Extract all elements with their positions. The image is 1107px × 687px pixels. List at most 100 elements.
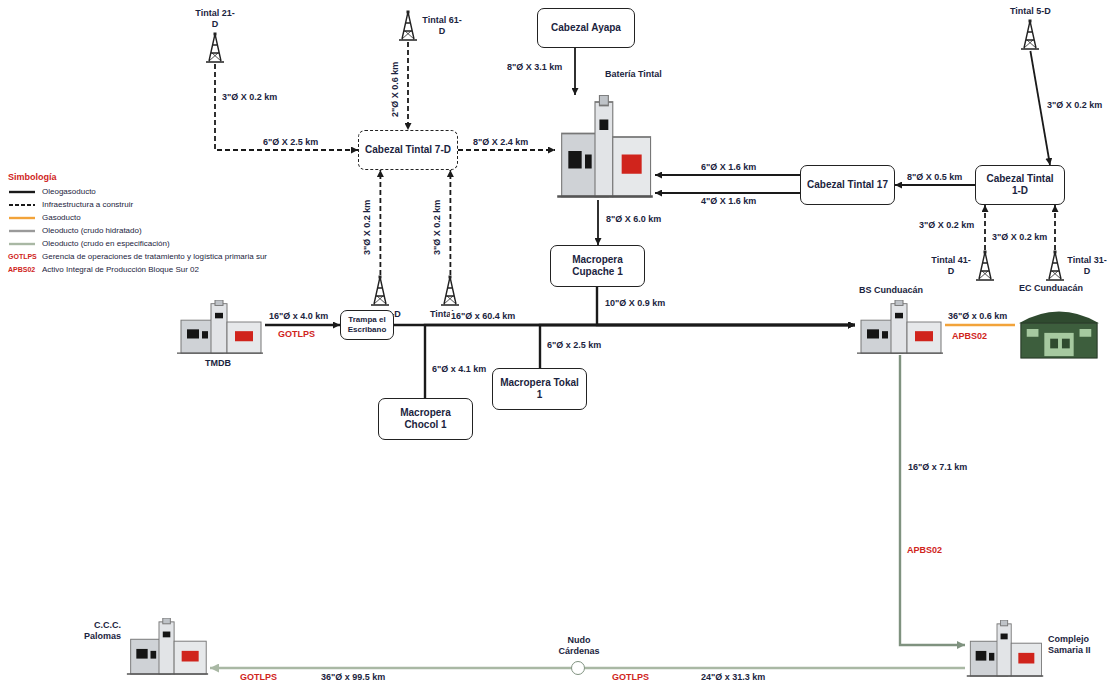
pipeline-connector	[945, 324, 1015, 326]
legend-item: Oleogasoducto	[8, 185, 338, 198]
legend-item: Oleoducto (crudo en especificación)	[8, 237, 338, 250]
well-node: Tintal 31-D	[1045, 250, 1107, 282]
pipeline-connector	[655, 192, 800, 194]
pipe-dimension: 3"Ø X 0.2 km	[432, 199, 443, 256]
legend-sample	[8, 227, 42, 235]
well-icon	[440, 275, 460, 307]
pipeline-connector	[1054, 205, 1056, 250]
well-node: Tintal 61-D	[398, 10, 464, 42]
pipeline-connector	[655, 174, 800, 176]
pipeline-connector	[449, 170, 451, 275]
pipe-dimension: 16"Ø x 4.0 km	[268, 311, 329, 322]
facility-label: Batería Tintal	[605, 69, 663, 80]
legend-line-sample	[8, 188, 36, 196]
box-label: Macropera Tokal 1	[499, 377, 580, 401]
facility-label: EC Cunduacán	[1019, 283, 1083, 294]
box-label: Cabezal Tintal 7-D	[365, 144, 451, 156]
pipe-dimension: 4"Ø X 1.6 km	[700, 196, 757, 207]
operator-code: APBS02	[952, 331, 987, 342]
pipe-dimension: 8"Ø X 6.0 km	[605, 214, 662, 225]
well-icon-holder	[398, 10, 418, 42]
facility-label: BS Cunduacán	[859, 285, 923, 296]
legend-text: Oleogasoducto	[42, 187, 96, 197]
pipe-dimension: 8"Ø X 0.5 km	[906, 172, 963, 183]
well-icon	[398, 10, 418, 42]
facility-icon	[855, 300, 945, 355]
well-label: Tintal 5-D	[1010, 6, 1051, 17]
box-label: Cabezal Tintal 17	[807, 179, 888, 191]
box-text-group: Trampa el Escribano	[344, 315, 390, 335]
pipeline-connector	[574, 48, 576, 95]
box-text-group: Cabezal Tintal 1-D	[982, 173, 1058, 197]
pipe-dimension: 36"Ø x 99.5 km	[320, 672, 386, 683]
pipe-dimension: 8"Ø X 3.1 km	[506, 62, 563, 73]
box-text-group: Macropera Tokal 1	[499, 377, 580, 401]
legend-heading: Simbología	[8, 172, 338, 183]
pipeline-connector	[458, 149, 555, 151]
well-icon-holder	[1020, 19, 1040, 51]
pipe-dimension: 3"Ø X 0.2 km	[222, 92, 277, 103]
station-node: EC Cunduacán	[1015, 298, 1103, 360]
pipeline-connector	[379, 170, 381, 275]
legend-text: Oleoducto (crudo en especificación)	[42, 239, 170, 249]
legend-code: APBS02	[8, 264, 35, 275]
legend-line-sample	[8, 227, 36, 235]
legend: SimbologíaOleogasoductoInfraestructura a…	[8, 172, 338, 276]
process-box: Cabezal Tintal 17	[800, 165, 895, 205]
legend-sample	[8, 240, 42, 248]
well-label: Tintal 41-D	[929, 255, 973, 277]
pipeline-connector	[585, 667, 965, 670]
pipeline-connector	[540, 325, 855, 368]
operator-code: GOTLPS	[612, 672, 649, 683]
pipe-dimension: 3"Ø X 0.2 km	[1046, 100, 1103, 111]
process-box: Macropera Tokal 1	[492, 368, 587, 410]
pipe-dimension: 3"Ø X 0.2 km	[918, 220, 975, 231]
facility-node: Batería Tintal	[555, 95, 655, 200]
box-text-group: Macropera Cupache 1	[557, 254, 638, 278]
legend-line-sample	[8, 201, 36, 209]
operator-code: GOTLPS	[240, 672, 277, 683]
pipe-dimension: 8"Ø X 2.4 km	[472, 137, 529, 148]
well-icon-holder	[975, 250, 995, 282]
legend-text: Oleoducto (crudo hidratado)	[42, 226, 142, 236]
pipe-dimension: 2"Ø X 0.6 km	[390, 61, 401, 118]
well-node: Tintal 21-D	[193, 8, 237, 64]
pipe-dimension: 36"Ø x 0.6 km	[947, 311, 1008, 322]
legend-line-sample	[8, 214, 36, 222]
legend-line-sample	[8, 240, 36, 248]
pipe-dimension: 6"Ø X 2.5 km	[262, 137, 319, 148]
pipeline-connector	[984, 205, 986, 250]
facility-icon	[555, 95, 655, 200]
pipe-dimension: 10"Ø X 0.9 km	[604, 298, 666, 309]
box-label: Macropera Chocol 1	[385, 407, 466, 431]
operator-code: GOTLPS	[278, 329, 315, 340]
box-text-group: Macropera Chocol 1	[385, 407, 466, 431]
legend-sample	[8, 188, 42, 196]
well-label: Tintal 61-D	[420, 15, 464, 37]
pipe-dimension: 6"Ø x 4.1 km	[431, 364, 487, 375]
facility-icon	[175, 300, 265, 355]
pipeline-connector	[265, 324, 340, 326]
box-text-group: Cabezal Ayapa	[551, 22, 621, 34]
legend-sample	[8, 214, 42, 222]
well-node: Tintal 5-D	[1010, 6, 1051, 51]
process-box: Trampa el Escribano	[340, 310, 394, 340]
facility-label: Complejo Samaria II	[1048, 634, 1106, 656]
process-box: Macropera Chocol 1	[378, 398, 473, 440]
legend-sample	[8, 201, 42, 209]
process-box: Macropera Cupache 1	[550, 245, 645, 287]
facility-node: C.C.C. Palomas	[125, 618, 210, 676]
box-label: Cabezal Tintal 1-D	[982, 173, 1058, 197]
pipeline-connector	[895, 184, 975, 186]
process-box: Cabezal Tintal 7-D	[358, 130, 458, 170]
well-node: Tintal 41-D	[929, 250, 995, 282]
facility-node: Complejo Samaria II	[965, 620, 1045, 678]
facility-label: TMDB	[205, 358, 231, 369]
pipeline-connector	[210, 667, 571, 670]
pipe-dimension: 3"Ø X 0.2 km	[991, 232, 1048, 243]
pipeline-connector	[597, 200, 599, 245]
well-label: Tintal 21-D	[193, 8, 237, 30]
pipe-dimension: 6"Ø X 1.6 km	[700, 162, 757, 173]
pipe-dimension: 16"Ø x 60.4 km	[450, 311, 516, 322]
